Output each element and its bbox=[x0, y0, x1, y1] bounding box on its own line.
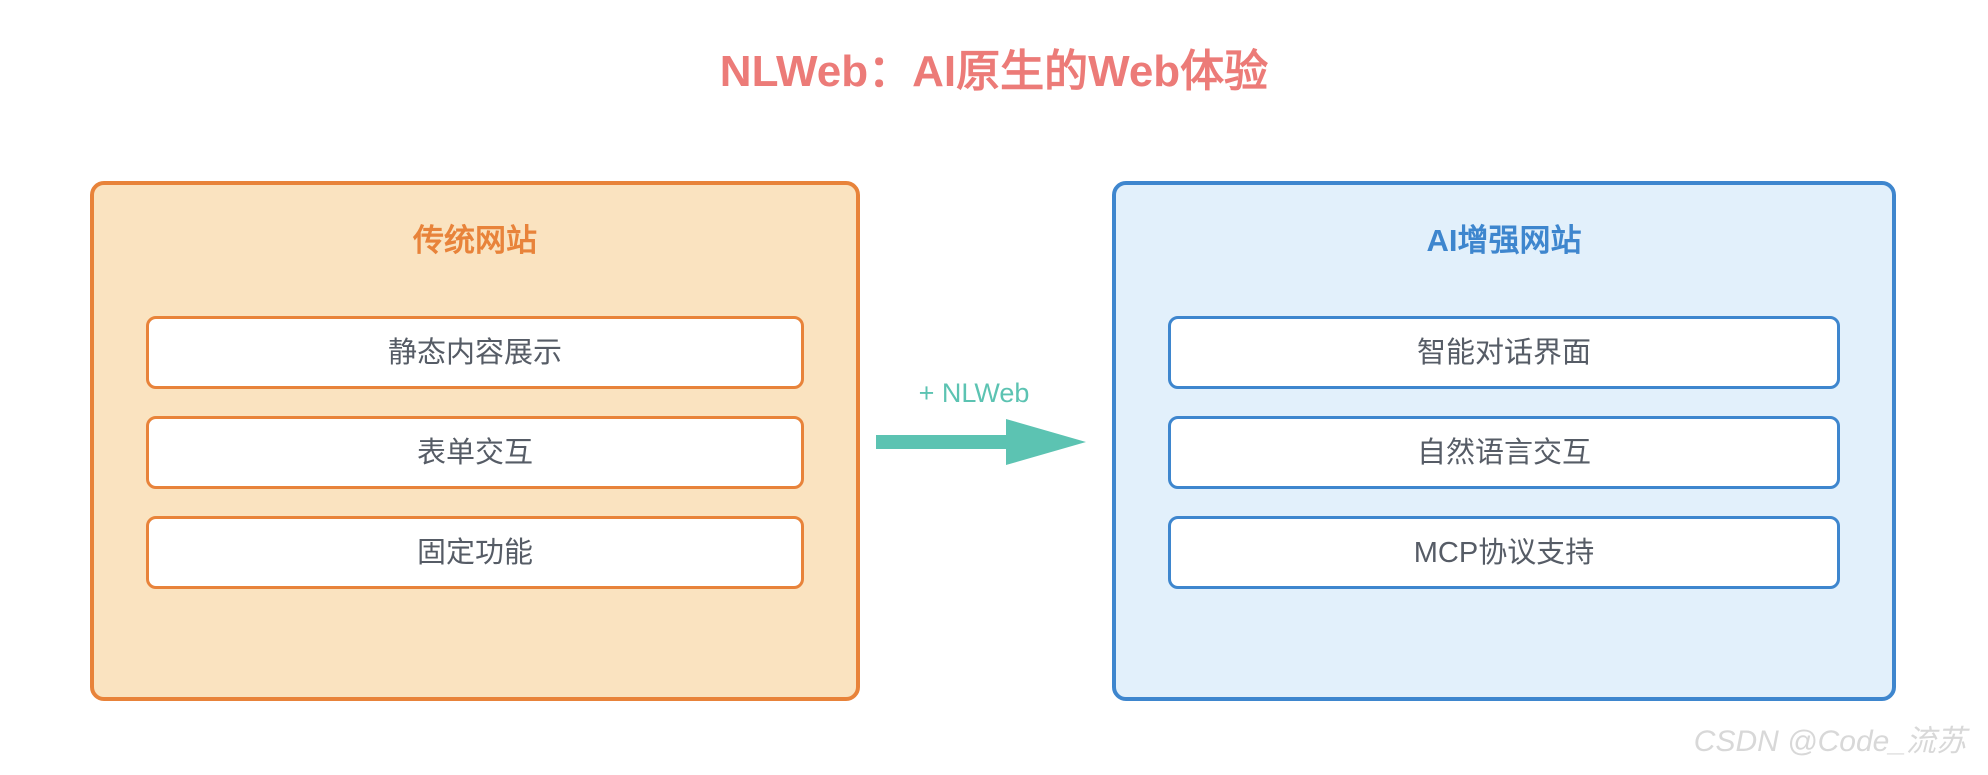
panel-ai-enhanced-website: AI增强网站 智能对话界面 自然语言交互 MCP协议支持 bbox=[1112, 181, 1896, 701]
list-item: 自然语言交互 bbox=[1168, 416, 1840, 489]
panel-traditional-title: 传统网站 bbox=[413, 223, 537, 258]
panel-traditional-website: 传统网站 静态内容展示 表单交互 固定功能 bbox=[90, 181, 860, 701]
list-item: 静态内容展示 bbox=[146, 316, 804, 389]
panel-ai-enhanced-items: 智能对话界面 自然语言交互 MCP协议支持 bbox=[1168, 316, 1840, 589]
watermark: CSDN @Code_流苏 bbox=[1693, 725, 1966, 758]
list-item: 智能对话界面 bbox=[1168, 316, 1840, 389]
arrow-label: + NLWeb bbox=[918, 378, 1030, 408]
item-label: 静态内容展示 bbox=[387, 336, 562, 369]
list-item: MCP协议支持 bbox=[1168, 516, 1840, 589]
item-label: 自然语言交互 bbox=[1416, 436, 1591, 469]
list-item: 固定功能 bbox=[146, 516, 804, 589]
item-label: 智能对话界面 bbox=[1416, 336, 1591, 369]
arrow-right-icon bbox=[876, 419, 1086, 465]
item-label: MCP协议支持 bbox=[1413, 536, 1595, 569]
transition-arrow-group: + NLWeb bbox=[876, 376, 1104, 472]
panel-traditional-items: 静态内容展示 表单交互 固定功能 bbox=[146, 316, 804, 589]
list-item: 表单交互 bbox=[146, 416, 804, 489]
item-label: 表单交互 bbox=[416, 436, 533, 469]
panel-ai-enhanced-title: AI增强网站 bbox=[1426, 223, 1582, 258]
item-label: 固定功能 bbox=[416, 536, 533, 569]
page-title: NLWeb：AI原生的Web体验 bbox=[719, 47, 1269, 96]
